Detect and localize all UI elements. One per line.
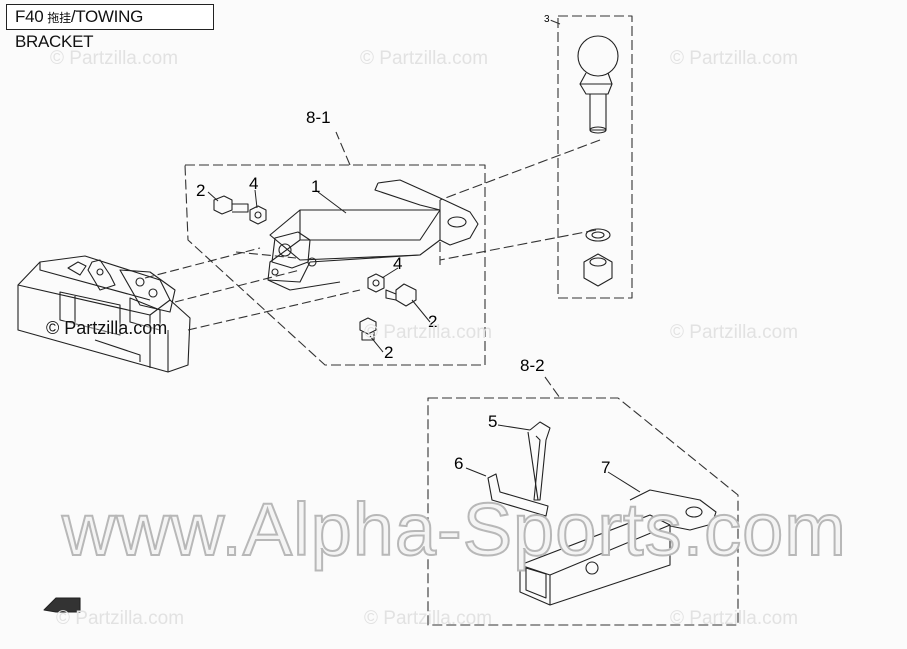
fd-arrow-icon: [43, 597, 81, 613]
watermark-alpha-sports: www.Alpha-Sports.com: [61, 487, 847, 572]
callout-7: 7: [601, 458, 611, 477]
vehicle-frame: [17, 255, 191, 373]
callout-2-lower: 2: [384, 343, 394, 362]
part-5-cotter-pin: [527, 421, 551, 501]
leader-lines: [144, 247, 361, 331]
watermark-partzilla: © Partzilla.com: [50, 48, 179, 69]
part-4-nut-lower: [367, 273, 385, 293]
part-4-nut-upper: [249, 205, 267, 225]
title-text: /TOWING BRACKET: [15, 7, 144, 51]
part-7-receiver: [519, 489, 717, 606]
part-2-bolt-upper: [213, 195, 249, 215]
callout-3: 3: [544, 14, 550, 25]
callout-2-upper: 2: [196, 181, 206, 200]
callouts-8-2-leaders: [465, 424, 641, 493]
title-cjk: 拖挂: [47, 11, 71, 25]
watermark-partzilla: © Partzilla.com: [670, 48, 799, 69]
watermark-partzilla-dark: © Partzilla.com: [46, 318, 168, 338]
callout-6: 6: [454, 454, 464, 473]
part-6-pin: [487, 473, 549, 517]
watermark-partzilla: © Partzilla.com: [360, 48, 489, 69]
callout-2-right: 2: [428, 312, 438, 331]
hitch-nut: [583, 253, 613, 287]
part-2-bolt-right: [385, 283, 417, 307]
watermark-partzilla: © Partzilla.com: [364, 322, 493, 343]
callout-5: 5: [488, 412, 498, 431]
part-1-towing-bar: [267, 179, 479, 291]
callout-8-2: 8-2: [520, 356, 545, 375]
group-8-2-outline: [427, 376, 739, 626]
watermark-partzilla: © Partzilla.com: [670, 608, 799, 629]
watermark-partzilla: © Partzilla.com: [56, 608, 185, 629]
group-8-1-outline: [184, 131, 486, 366]
callout-8-1: 8-1: [306, 108, 331, 127]
watermark-partzilla: © Partzilla.com: [364, 608, 493, 629]
callout-leaders: [207, 189, 431, 353]
title-code: F40: [15, 7, 44, 26]
callout-4-lower: 4: [393, 254, 403, 273]
hitch-washer: [585, 228, 611, 242]
group-3-outline: [439, 15, 633, 299]
callout-1: 1: [311, 177, 321, 196]
part-3-hitch-ball: [577, 35, 619, 134]
watermark-partzilla: © Partzilla.com: [670, 322, 799, 343]
callout-4-upper: 4: [249, 174, 259, 193]
part-2-bolt-lower: [359, 317, 377, 341]
